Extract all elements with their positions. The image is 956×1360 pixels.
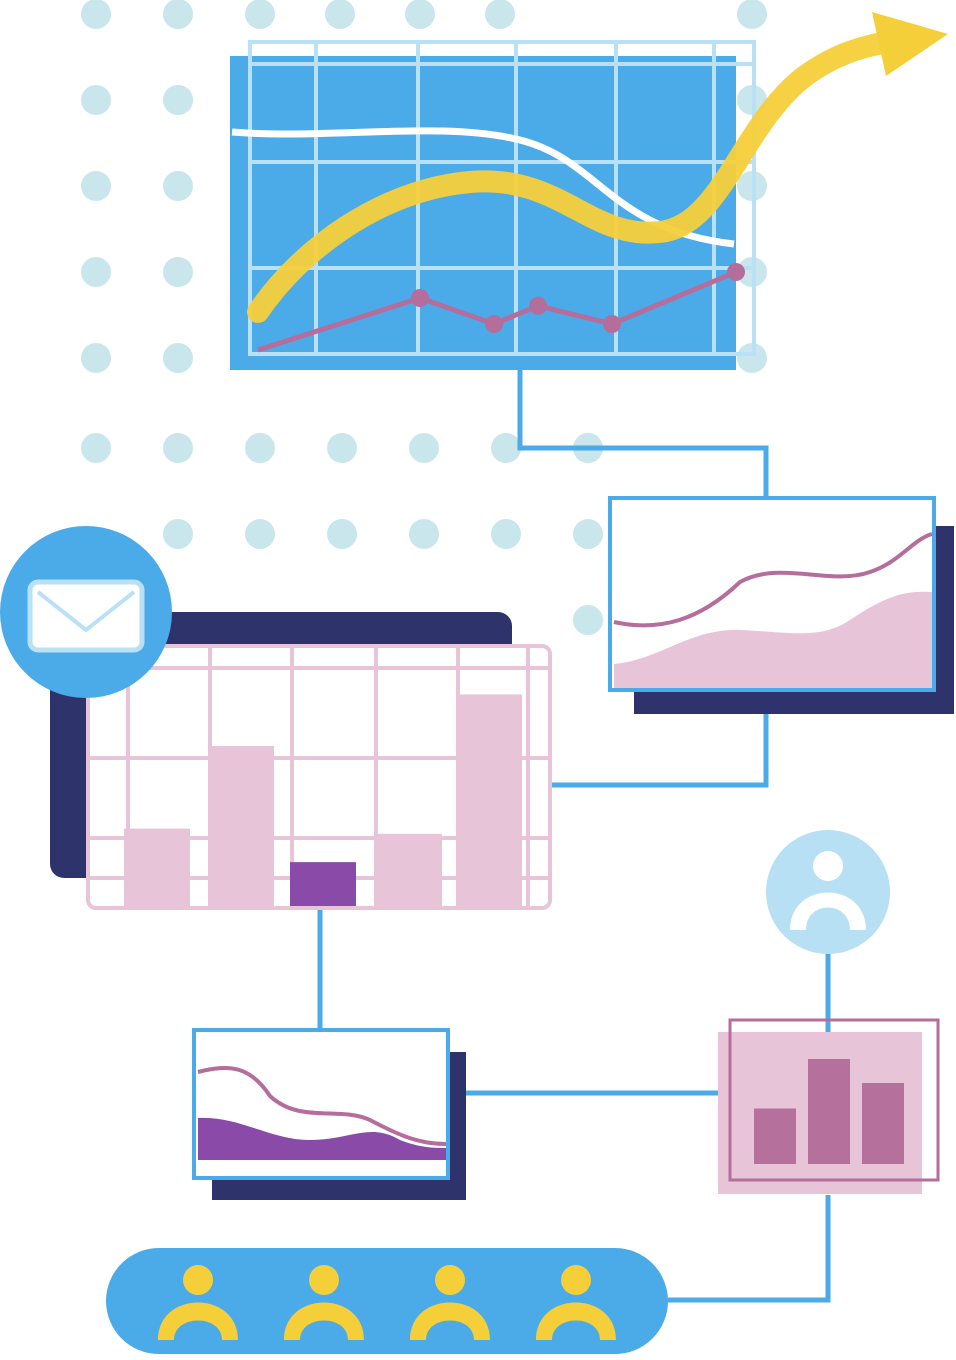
bar — [124, 828, 190, 906]
line-area-panel — [192, 1028, 466, 1200]
background-dot — [163, 519, 193, 549]
background-dot — [81, 433, 111, 463]
person-icon — [410, 1265, 490, 1340]
background-dot — [245, 433, 275, 463]
line-panel-purple-area — [198, 1117, 446, 1160]
pink-line-point — [603, 315, 621, 333]
dot-pattern — [81, 0, 767, 635]
connector-small-bars-to-people — [668, 1195, 831, 1303]
person-icon — [158, 1265, 238, 1340]
person-body — [410, 1302, 490, 1340]
user-avatar[interactable] — [766, 830, 890, 954]
person-head — [183, 1265, 213, 1295]
yellow-arrow-head — [872, 12, 948, 76]
bar — [456, 694, 522, 906]
area-chart-panel — [608, 496, 954, 714]
pink-line-point — [411, 289, 429, 307]
small-bar-panel-bars — [754, 1059, 904, 1164]
top-chart-background — [230, 56, 736, 370]
background-dot — [737, 0, 767, 29]
background-dot — [405, 0, 435, 29]
mail-badge[interactable] — [0, 526, 172, 698]
person-head — [435, 1265, 465, 1295]
people-group-icon — [158, 1265, 616, 1340]
person-head — [561, 1265, 591, 1295]
area-panel-pink-area — [614, 591, 932, 688]
connector-top-chart-to-area-panel — [517, 370, 769, 498]
user-avatar-circle — [766, 830, 890, 954]
background-dot — [491, 519, 521, 549]
small-bar — [862, 1083, 904, 1164]
person-icon — [284, 1265, 364, 1340]
area-panel-line — [613, 532, 933, 628]
background-dot — [245, 519, 275, 549]
yellow-brush-trend-line — [247, 27, 931, 323]
line-panel-pink-line — [197, 1065, 447, 1146]
background-dot — [163, 257, 193, 287]
background-dot — [485, 0, 515, 29]
small-bar-panel — [718, 1018, 940, 1194]
background-dot — [163, 85, 193, 115]
highlighted-bar — [290, 862, 356, 906]
bar — [376, 833, 442, 906]
people-group-pill[interactable] — [106, 1248, 668, 1354]
person-icon — [536, 1265, 616, 1340]
envelope-flap — [36, 590, 136, 633]
top-grid-border — [248, 40, 756, 356]
people-pill-background — [106, 1248, 668, 1354]
pink-line-path — [257, 269, 737, 353]
person-body — [536, 1302, 616, 1340]
background-dot — [81, 0, 111, 29]
small-bar — [754, 1108, 796, 1164]
background-dot — [81, 171, 111, 201]
person-body — [284, 1302, 364, 1340]
background-dot — [81, 343, 111, 373]
connectors — [317, 370, 831, 1303]
bar — [208, 746, 274, 906]
background-dot — [409, 433, 439, 463]
connector-area-panel-to-bar-panel — [552, 690, 769, 788]
bar-chart-panel — [50, 612, 552, 910]
pink-line-point — [485, 315, 503, 333]
bar-panel-bars — [124, 694, 522, 906]
user-avatar-icon — [790, 851, 866, 930]
small-bar-panel-outline — [728, 1018, 940, 1182]
envelope-icon — [27, 579, 145, 653]
background-dot — [573, 605, 603, 635]
small-bar — [808, 1059, 850, 1164]
pink-line-point — [529, 296, 547, 315]
background-dot — [573, 519, 603, 549]
background-dot — [163, 0, 193, 29]
top-line-chart-panel — [230, 12, 948, 370]
pink-data-line — [257, 263, 745, 353]
background-dot — [737, 343, 767, 373]
background-dot — [491, 433, 521, 463]
background-dot — [245, 0, 275, 29]
person-head — [309, 1265, 339, 1295]
background-dot — [325, 0, 355, 29]
person-body — [158, 1302, 238, 1340]
background-dot — [163, 343, 193, 373]
background-dot — [409, 519, 439, 549]
background-dot — [163, 171, 193, 201]
top-chart-grid — [248, 40, 756, 356]
background-dot — [81, 85, 111, 115]
pink-line-point — [727, 263, 745, 281]
background-dot — [327, 433, 357, 463]
background-dot — [327, 519, 357, 549]
white-trend-line — [231, 127, 735, 248]
background-dot — [81, 257, 111, 287]
background-dot — [163, 433, 193, 463]
